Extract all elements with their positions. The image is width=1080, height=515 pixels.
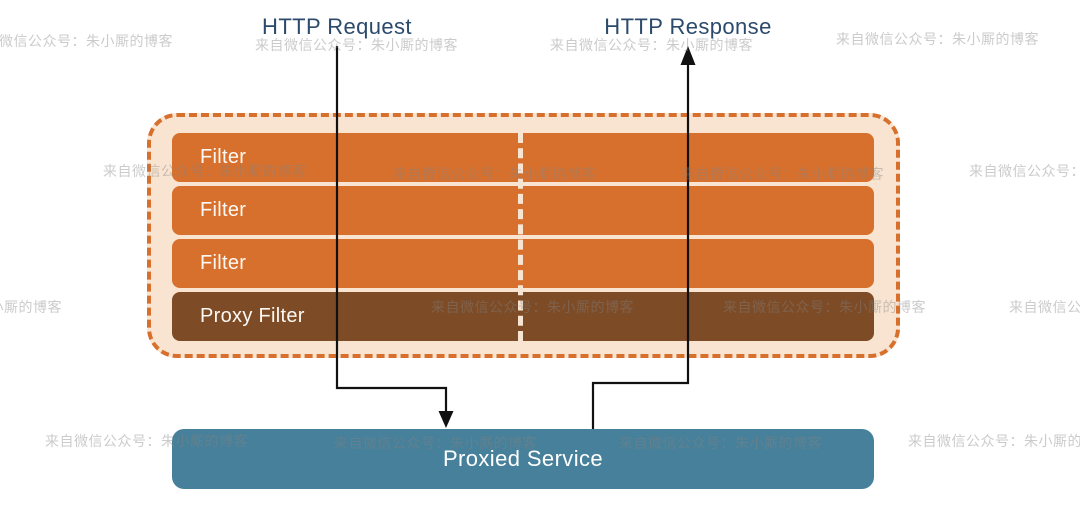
filter-bar-2: Filter [172, 186, 874, 235]
http-response-label: HTTP Response [604, 14, 772, 39]
watermark-text: 来自微信公众号：朱小厮的博客 [969, 163, 1080, 179]
filter-bar-3-label: Filter [200, 252, 247, 274]
request-arrowhead-down-icon [438, 411, 454, 428]
watermark-text: 来自微信公众号：朱小厮的博客 [1009, 299, 1080, 315]
watermark-text: 来自微信公众号：朱小厮的博客 [0, 33, 173, 49]
response-arrowhead-up-icon [680, 46, 696, 65]
http-request-label: HTTP Request [262, 14, 412, 39]
watermark-text: 来自微信公众号：朱小厮的博客 [836, 31, 1039, 47]
proxy-filter-label: Proxy Filter [200, 305, 305, 327]
filter-bar-2-label: Filter [200, 199, 247, 221]
filter-bar-1-label: Filter [200, 146, 247, 168]
filter-bar-3: Filter [172, 239, 874, 288]
watermark-text: 来自微信公众号：朱小厮的博客 [908, 433, 1080, 449]
proxied-service-label: Proxied Service [442, 446, 604, 471]
watermark-text: 来自微信公众号：朱小厮的博客 [0, 299, 62, 315]
filter-bar-1: Filter [172, 133, 874, 182]
proxy-filter-bar: Proxy Filter [172, 292, 874, 341]
request-response-divider-dashed-line [518, 133, 523, 341]
proxied-service-bar: Proxied Service [172, 429, 874, 489]
